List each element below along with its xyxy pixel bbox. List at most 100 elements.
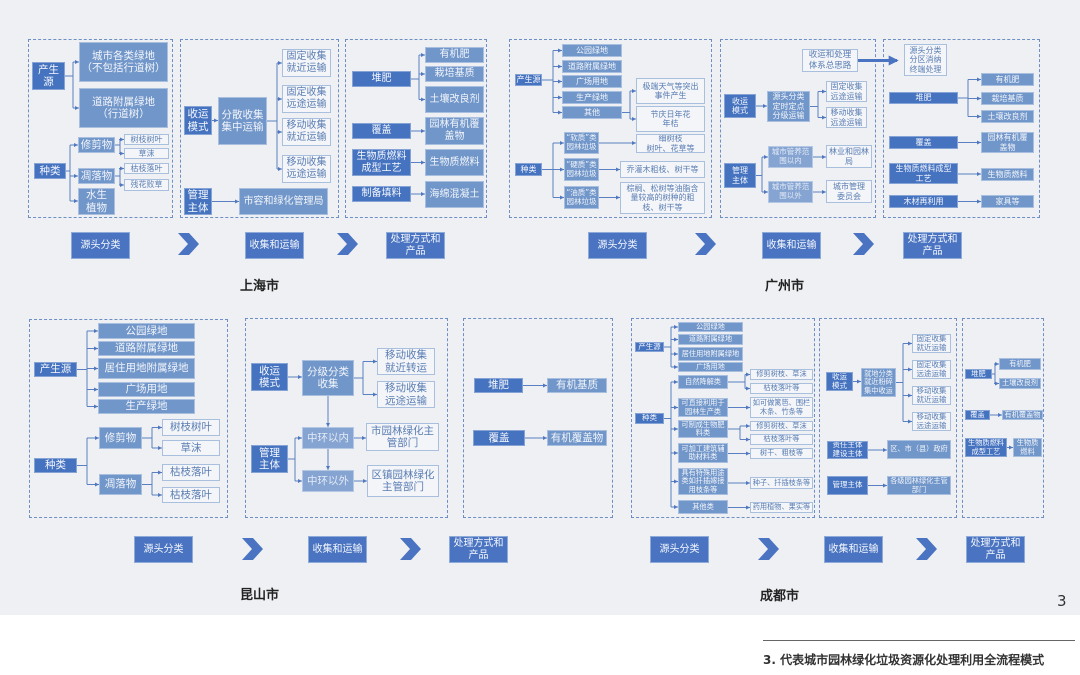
origin-label: 产生 源 [32, 62, 65, 90]
origin-label: 产生源 [34, 362, 77, 377]
type-subitem: 树枝树叶 [124, 134, 169, 145]
types-label: 种类 [34, 458, 77, 473]
type-item: “硬质”类 园林垃圾 [564, 158, 599, 181]
types-label: 种类 [515, 163, 542, 176]
origin-label: 产生源 [635, 342, 664, 352]
process-product: 有机肥 [425, 47, 484, 63]
stage-collection: 收集和运输 [824, 536, 883, 563]
process-product: 有机覆盖物 [547, 430, 607, 446]
process-method: 生物质燃料 成型工艺 [352, 149, 411, 176]
collection-mode-label: 收运 模式 [251, 363, 288, 391]
process-product: 园林有机覆 盖物 [981, 132, 1034, 153]
type-subitem: 种子、扦插枝条等 [750, 477, 813, 489]
stage-source: 源头分类 [588, 232, 647, 259]
process-product: 土壤改良剂 [981, 110, 1034, 123]
stage-processing: 处理方式和 产品 [903, 232, 962, 259]
management-scope: 中环以外 [302, 470, 354, 492]
manager: 市园林绿化主 管部门 [366, 423, 439, 451]
origin-item: 公园绿地 [678, 322, 743, 332]
process-product: 生物质 燃料 [1013, 438, 1042, 457]
stage-collection: 收集和运输 [308, 536, 367, 563]
origin-item: 广场用地 [678, 362, 743, 372]
process-product: 海绵混凝土 [425, 181, 484, 208]
process-method: 堆肥 [965, 369, 992, 379]
city-title: 上海市 [240, 279, 280, 294]
other-origin-item: 极端天气等突出 事件产生 [636, 78, 705, 104]
type-item: 可加工建筑辅 助材料类 [678, 443, 728, 463]
type-item: 水生 植物 [78, 188, 115, 215]
chengdu-processing-panel [962, 318, 1044, 518]
process-product: 园林有机覆 盖物 [425, 117, 484, 145]
type-subitem: 枯枝落叶等 [750, 434, 813, 445]
type-item: 凋落物 [99, 474, 142, 495]
type-item: 自然降解类 [678, 375, 728, 389]
type-subitem: 如可做篱笆、围栏 木条、竹条等 [750, 397, 813, 418]
types-label: 种类 [34, 163, 66, 179]
process-product: 有机基质 [547, 378, 607, 393]
type-subitem: 药用植物、果实等 [750, 502, 813, 513]
type-item: 具有特殊用途 类如扦插嫁接 用枝条等 [678, 468, 728, 495]
process-method: 制备填料 [352, 186, 411, 202]
guangzhou-collection-panel [720, 39, 876, 218]
city-title: 成都市 [760, 589, 800, 604]
process-product: 有机肥 [981, 73, 1034, 86]
guangzhou-source-panel [509, 39, 712, 218]
collection-method: 移动收集 远途运输 [282, 155, 331, 183]
type-subitem: 枯枝落叶等 [750, 383, 813, 394]
type-subitem: 枯枝落叶 [162, 464, 220, 481]
stage-source: 源头分类 [650, 536, 709, 563]
process-product: 栽培基质 [425, 66, 484, 82]
collection-method: 固定收集 远途运输 [912, 360, 951, 379]
kunshan-collection-panel [245, 318, 448, 518]
stage-collection: 收集和运输 [245, 232, 304, 259]
collection-method: 固定收集 就近运输 [282, 49, 331, 77]
manager-label: 管理 主体 [184, 188, 212, 215]
manager-label: 管理 主体 [251, 445, 288, 473]
origin-item: 其他 [562, 106, 622, 119]
manager-label: 管理主体 [827, 476, 868, 495]
origin-item: 道路附属绿地 [98, 341, 195, 356]
origin-item: 生产绿地 [562, 91, 622, 104]
collection-method: 固定收集 就近运输 [912, 334, 951, 353]
process-product: 生物质燃料 [981, 168, 1034, 181]
management-scope: 中环以内 [302, 427, 354, 449]
origin-item: 广场用地 [562, 75, 622, 88]
collection-mode-label: 收运 模式 [724, 94, 756, 118]
kunshan-source-panel [29, 319, 228, 518]
type-description: 细树枝 树叶、花草等 [636, 134, 705, 153]
process-product: 栽培基质 [981, 92, 1034, 105]
responsible-party: 区、市（县）政府 [887, 440, 951, 459]
process-product: 家具等 [981, 195, 1034, 208]
management-scope: 城市管养范 围以外 [768, 181, 813, 203]
other-origin-item: 节庆日年花 年桔 [636, 106, 705, 132]
type-item: 其他类 [678, 500, 728, 514]
origin-item: 公园绿地 [562, 44, 622, 57]
type-subitem: 残花败草 [124, 179, 169, 191]
city-title: 广州市 [765, 279, 805, 294]
collection-method: 移动收集 就近转运 [377, 348, 435, 375]
collection-method: 固定收集 远途运输 [282, 85, 331, 113]
collection-method: 移动收集 远途运输 [377, 381, 435, 408]
process-method: 生物质燃料 成型工艺 [965, 438, 1007, 457]
type-subitem: 枯枝落叶 [124, 163, 169, 174]
process-method: 覆盖 [889, 136, 958, 149]
collection-method: 移动收集 远途运输 [912, 412, 951, 431]
collection-method: 移动收集 远途运输 [826, 107, 867, 128]
chengdu-source-panel [631, 318, 815, 518]
chengdu-collection-panel [819, 318, 957, 518]
stage-processing: 处理方式和 产品 [386, 232, 445, 259]
type-item: 可制成生物肥 料类 [678, 420, 728, 438]
type-description: 乔灌木粗枝、树干等 [620, 161, 705, 178]
manager: 区镇园林绿化 主管部门 [367, 465, 439, 497]
kunshan-processing-panel [463, 318, 613, 518]
collection-mode: 源头分类 定时定点 分级运输 [767, 91, 810, 122]
type-subitem: 树枝树叶 [162, 419, 220, 436]
process-product: 有机肥 [999, 358, 1041, 370]
processing-overall: 源头分类 分区消纳 终端处理 [904, 44, 947, 76]
process-method: 生物质燃料成型 工艺 [889, 163, 958, 184]
manager: 各级园林绿化主管 部门 [887, 476, 951, 495]
origin-item: 道路附属绿地 （行道树） [79, 88, 168, 128]
management-scope: 城市管养范 围以内 [768, 146, 813, 168]
type-item: 修剪物 [78, 137, 115, 153]
